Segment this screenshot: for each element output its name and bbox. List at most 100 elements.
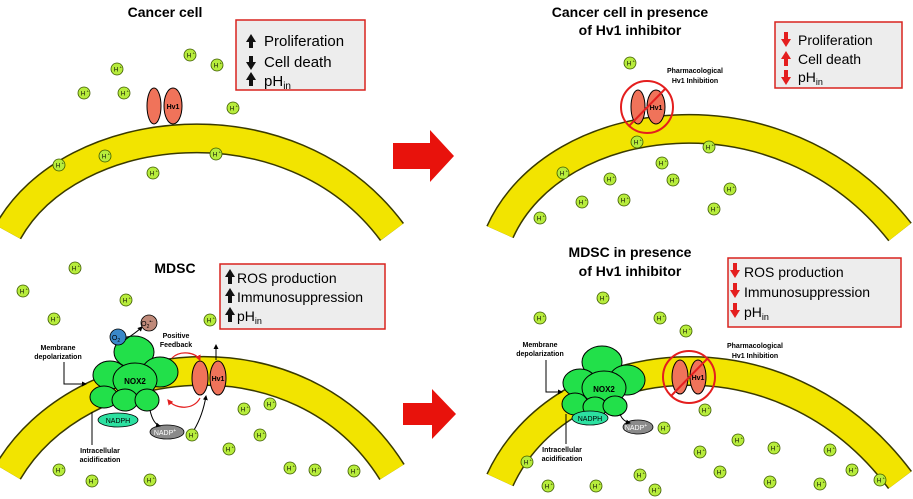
svg-text:H: H <box>187 54 191 60</box>
hv1-label: Hv1 <box>650 105 663 112</box>
proton-icon: H+ <box>596 291 610 305</box>
svg-text:H: H <box>213 153 217 159</box>
effect-proliferation: Proliferation <box>264 33 344 50</box>
panel-title: MDSC in presence <box>569 244 692 260</box>
proton-icon: H+ <box>657 421 671 435</box>
proton-icon: H+ <box>203 313 217 327</box>
down-arrow-icon <box>781 32 791 47</box>
proton-group: H+H+H+H+H+H+H+H+H+H+H+H+H+H+H+H+H+H+H+H+… <box>16 48 887 497</box>
svg-text:H: H <box>670 179 674 185</box>
svg-text:+: + <box>708 406 711 411</box>
effects-box: Proliferation Cell death pHin <box>774 21 903 89</box>
svg-text:+: + <box>585 198 588 203</box>
svg-text:H: H <box>659 162 663 168</box>
svg-text:H: H <box>150 172 154 178</box>
intracellular-acidification-label: acidification <box>542 456 583 463</box>
svg-text:H: H <box>351 470 355 476</box>
nadph-badge: NADPH <box>571 410 609 426</box>
proton-icon: H+ <box>47 312 61 326</box>
down-arrow-icon <box>730 263 740 278</box>
effect-ph-in: pHin <box>798 69 823 87</box>
svg-text:+: + <box>665 159 668 164</box>
hv1-channel: Hv1 <box>146 87 183 125</box>
positive-feedback-label: Feedback <box>160 342 192 349</box>
svg-text:NADP+: NADP+ <box>625 423 647 432</box>
proton-icon: H+ <box>520 455 534 469</box>
effect-ros: ROS production <box>744 264 844 280</box>
svg-text:+: + <box>195 431 198 436</box>
down-arrow-icon <box>781 70 791 85</box>
svg-text:+: + <box>273 400 276 405</box>
svg-text:H: H <box>661 427 665 433</box>
svg-text:O2: O2 <box>112 335 120 344</box>
proton-icon: H+ <box>16 284 30 298</box>
oxygen-icon: O2 <box>109 328 127 346</box>
svg-text:+: + <box>293 464 296 469</box>
proton-icon: H+ <box>308 463 322 477</box>
proton-icon: H+ <box>575 195 589 209</box>
proton-icon: H+ <box>813 477 827 491</box>
nox2-complex <box>561 345 646 418</box>
proton-icon: H+ <box>209 147 223 161</box>
proton-icon: H+ <box>823 443 837 457</box>
svg-text:H: H <box>207 319 211 325</box>
svg-text:H: H <box>593 485 597 491</box>
svg-text:H: H <box>56 469 60 475</box>
hv1-channel: Hv1 <box>630 89 666 125</box>
proton-icon: H+ <box>283 461 297 475</box>
proton-icon: H+ <box>603 172 617 186</box>
proton-icon: H+ <box>698 403 712 417</box>
svg-text:+: + <box>26 287 29 292</box>
up-arrow-icon <box>246 34 256 48</box>
svg-text:H: H <box>817 483 821 489</box>
svg-text:+: + <box>633 59 636 64</box>
svg-text:+: + <box>777 444 780 449</box>
intracellular-acidification-label: Intracellular <box>542 447 582 454</box>
svg-text:+: + <box>823 480 826 485</box>
svg-text:+: + <box>676 176 679 181</box>
down-arrow-icon <box>730 303 740 318</box>
svg-text:+: + <box>643 471 646 476</box>
svg-text:+: + <box>87 89 90 94</box>
effect-immunosuppression: Immunosuppression <box>744 284 870 300</box>
svg-text:H: H <box>827 449 831 455</box>
hv1-channel: Hv1 <box>191 360 227 396</box>
svg-text:NADP+: NADP+ <box>154 428 176 437</box>
panel-mdsc: MDSC ROS production Immunosuppression pH… <box>0 260 405 481</box>
svg-text:+: + <box>883 476 886 481</box>
panel-title: of Hv1 inhibitor <box>579 22 682 38</box>
svg-text:+: + <box>232 445 235 450</box>
effects-box: ROS production Immunosuppression pHin <box>219 263 386 330</box>
svg-text:H: H <box>214 64 218 70</box>
svg-text:+: + <box>263 431 266 436</box>
svg-text:H: H <box>545 485 549 491</box>
proton-icon: H+ <box>763 475 777 489</box>
svg-text:+: + <box>833 446 836 451</box>
svg-text:+: + <box>318 466 321 471</box>
effects-box: ROS production Immunosuppression pHin <box>727 257 902 328</box>
svg-text:H: H <box>706 146 710 152</box>
inhibition-label: Pharmacological <box>667 68 723 75</box>
proton-icon: H+ <box>52 158 66 172</box>
svg-text:+: + <box>543 214 546 219</box>
svg-text:+: + <box>551 482 554 487</box>
inhibition-label: Pharmacological <box>727 343 783 350</box>
svg-text:+: + <box>723 468 726 473</box>
svg-text:+: + <box>773 478 776 483</box>
proton-icon: H+ <box>648 483 662 497</box>
effect-immunosuppression: Immunosuppression <box>237 289 363 305</box>
svg-text:H: H <box>634 141 638 147</box>
svg-text:H: H <box>537 217 541 223</box>
svg-text:H: H <box>560 172 564 178</box>
proton-icon: H+ <box>110 62 124 76</box>
proton-icon: H+ <box>533 311 547 325</box>
svg-text:+: + <box>219 150 222 155</box>
transition-arrow <box>403 389 456 439</box>
positive-feedback-label: Positive <box>163 333 190 340</box>
proton-icon: H+ <box>666 173 680 187</box>
svg-text:H: H <box>637 474 641 480</box>
effect-ph-in: pHin <box>237 308 262 326</box>
proton-icon: H+ <box>237 402 251 416</box>
proton-icon: H+ <box>146 166 160 180</box>
proton-icon: H+ <box>541 479 555 493</box>
